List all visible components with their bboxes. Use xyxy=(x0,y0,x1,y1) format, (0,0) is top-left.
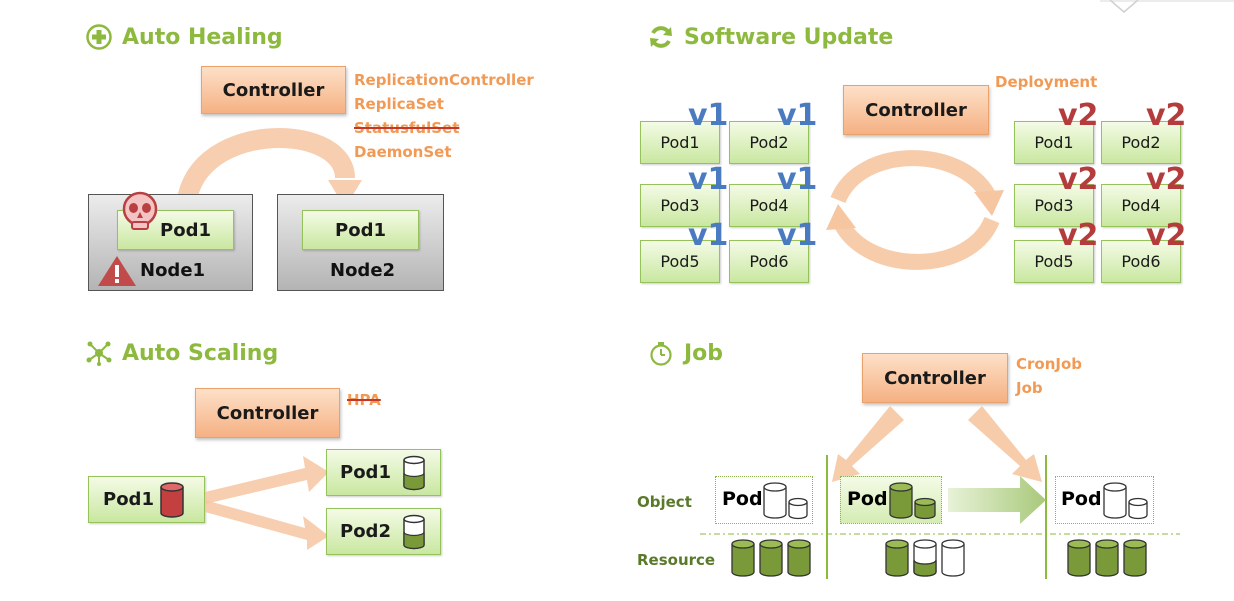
database-icon xyxy=(403,455,425,491)
node1-pod-label: Pod1 xyxy=(160,219,211,241)
auto-scaling-title: Auto Scaling xyxy=(86,340,278,366)
update-cycle-arrows xyxy=(826,150,1004,270)
job-separator-2 xyxy=(1045,455,1047,579)
v2-label-4: v2 xyxy=(1146,162,1187,197)
object-replicaset: ReplicaSet xyxy=(354,95,444,113)
scaled-pod-1-label: Pod1 xyxy=(340,462,391,483)
stopwatch-icon xyxy=(650,342,672,366)
v2-pod-4: Pod4 xyxy=(1101,184,1181,227)
job-row-divider xyxy=(700,533,1180,535)
warning-icon xyxy=(98,256,136,286)
v1-label-1: v1 xyxy=(688,98,729,133)
v2-label-2: v2 xyxy=(1146,98,1187,133)
scaling-arrows xyxy=(205,456,329,550)
deployment-label: Deployment xyxy=(995,73,1098,91)
resource-full-1 xyxy=(731,539,811,577)
job-object-box-3 xyxy=(1055,476,1154,524)
v2-label-6: v2 xyxy=(1146,218,1187,253)
resource-full-3 xyxy=(1067,539,1147,577)
corner-decoration xyxy=(1100,0,1234,13)
job-row-object: Object xyxy=(637,493,692,511)
scaled-pod-2-label: Pod2 xyxy=(340,521,391,542)
database-icon xyxy=(403,514,425,550)
v1-pod-6: Pod6 xyxy=(729,240,809,283)
job-arrows xyxy=(832,406,1042,482)
job-controller: Controller xyxy=(862,353,1008,403)
auto-scaling-controller: Controller xyxy=(195,388,340,438)
plus-circle-icon xyxy=(86,24,112,50)
job-complete-arrow xyxy=(948,476,1046,524)
software-update-title: Software Update xyxy=(648,24,893,50)
v1-label-5: v1 xyxy=(688,218,729,253)
object-statusfulset: StatusfulSet xyxy=(354,119,460,137)
object-job: Job xyxy=(1016,379,1043,397)
database-icon xyxy=(889,482,936,520)
resource-partial-2 xyxy=(885,539,965,577)
database-icon xyxy=(763,482,808,520)
v1-pod-5: Pod5 xyxy=(640,240,720,283)
skull-icon xyxy=(122,191,158,230)
v1-label-6: v1 xyxy=(777,218,818,253)
database-icon xyxy=(1103,482,1148,520)
job-object-box-1 xyxy=(715,476,813,524)
job-pod-label-3: Pod xyxy=(1061,488,1102,510)
v1-pod-2: Pod2 xyxy=(729,121,809,164)
object-cronjob: CronJob xyxy=(1016,355,1083,373)
software-update-title-text: Software Update xyxy=(684,24,894,50)
job-object-list: CronJob Job xyxy=(1016,352,1082,400)
source-pod-label: Pod1 xyxy=(103,489,154,510)
network-icon xyxy=(86,341,112,366)
v1-pod-1: Pod1 xyxy=(640,121,720,164)
v1-label-3: v1 xyxy=(688,162,729,197)
v2-pod-6: Pod6 xyxy=(1101,240,1181,283)
auto-healing-title-text: Auto Healing xyxy=(122,24,283,50)
v2-label-5: v2 xyxy=(1058,218,1099,253)
source-pod: Pod1 xyxy=(88,476,205,523)
auto-healing-controller: Controller xyxy=(201,66,346,114)
v1-label-2: v1 xyxy=(777,98,818,133)
object-replicationcontroller: ReplicationController xyxy=(354,71,534,89)
node1-label: Node1 xyxy=(140,260,206,281)
auto-healing-title: Auto Healing xyxy=(86,24,283,50)
v2-pod-5: Pod5 xyxy=(1014,240,1094,283)
v2-label-3: v2 xyxy=(1058,162,1099,197)
job-row-resource: Resource xyxy=(637,551,716,569)
v2-pod-3: Pod3 xyxy=(1014,184,1094,227)
auto-scaling-title-text: Auto Scaling xyxy=(122,340,279,366)
refresh-icon xyxy=(650,26,672,48)
node2-pod: Pod1 xyxy=(302,210,419,250)
object-daemonset: DaemonSet xyxy=(354,143,452,161)
v2-label-1: v2 xyxy=(1058,98,1099,133)
v1-pod-4: Pod4 xyxy=(729,184,809,227)
software-update-controller: Controller xyxy=(843,85,989,135)
hpa-label: HPA xyxy=(347,391,381,409)
job-pod-label-1: Pod xyxy=(722,488,763,510)
job-title-text: Job xyxy=(684,340,724,366)
job-title: Job xyxy=(648,340,723,366)
v2-pod-2: Pod2 xyxy=(1101,121,1181,164)
v2-pod-1: Pod1 xyxy=(1014,121,1094,164)
job-pod-label-2: Pod xyxy=(847,488,888,510)
auto-healing-object-list: ReplicationController ReplicaSet Statusf… xyxy=(354,68,534,164)
v1-pod-3: Pod3 xyxy=(640,184,720,227)
node2-label: Node2 xyxy=(330,260,396,281)
v1-label-4: v1 xyxy=(777,162,818,197)
job-separator-1 xyxy=(826,455,828,579)
database-icon xyxy=(160,482,184,518)
